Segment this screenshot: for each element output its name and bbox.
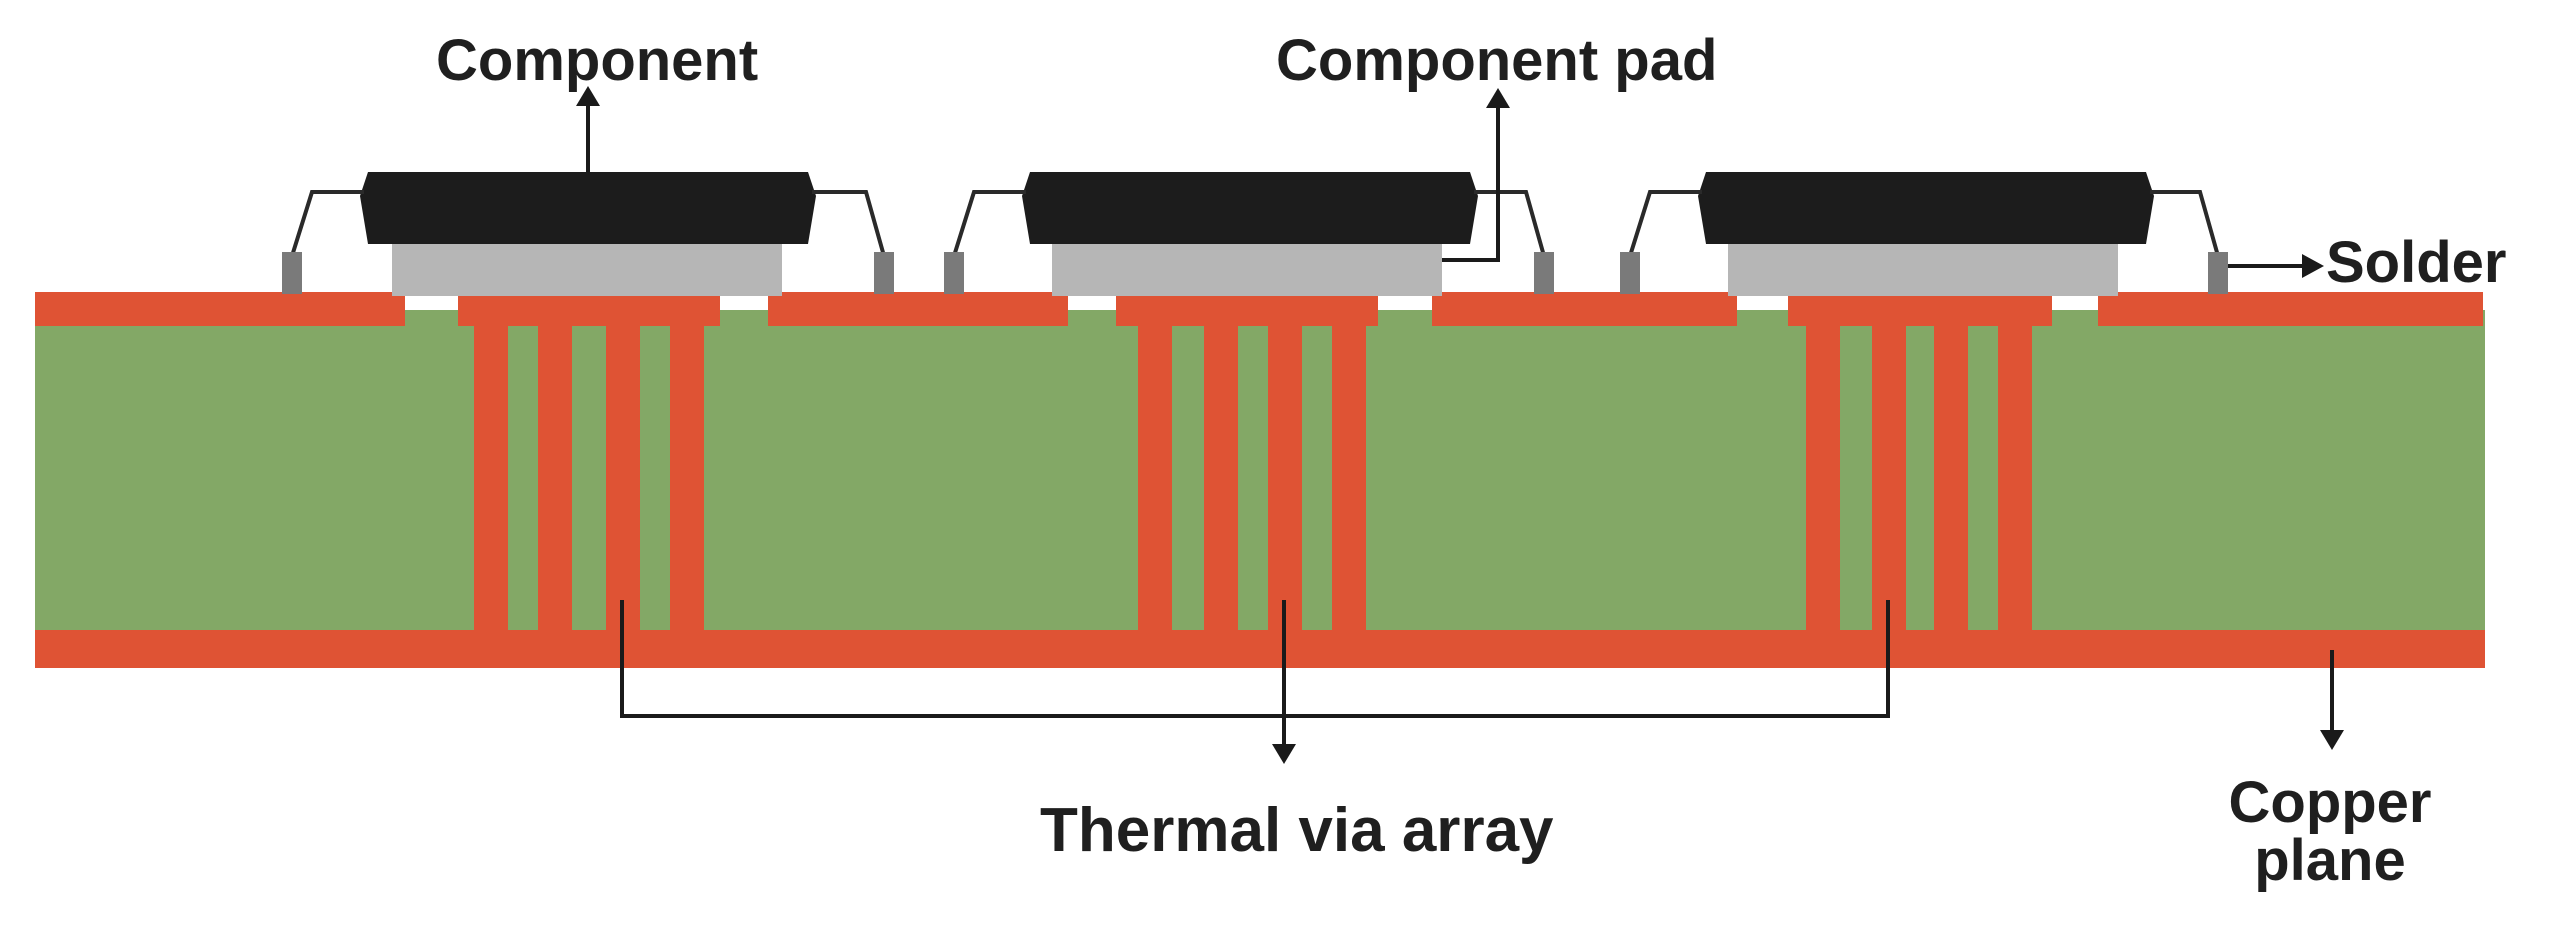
arrow-up-icon [576, 86, 600, 106]
via-barrel [1268, 320, 1302, 638]
via-barrel [474, 320, 508, 638]
leader-lines [586, 104, 2334, 748]
solder-joint [282, 252, 302, 294]
component-pad-leader-line [1442, 106, 1500, 262]
copper-plane [35, 630, 2485, 668]
via-barrel [1872, 320, 1906, 638]
via-barrel [1934, 320, 1968, 638]
top-copper-segment [35, 292, 405, 326]
component-pads [392, 242, 2118, 296]
via-barrel [670, 320, 704, 638]
top-copper-segment [1432, 292, 1737, 326]
arrow-up-icon [1486, 88, 1510, 108]
component-lead [1628, 190, 1702, 257]
component-lead [2150, 190, 2220, 257]
via-barrel [1806, 320, 1840, 638]
arrow-down-icon [1272, 744, 1296, 764]
solder-joint [1620, 252, 1640, 294]
top-copper-segment [768, 292, 1068, 326]
component-lead [1474, 190, 1546, 257]
component-pad [1728, 242, 2118, 296]
top-copper-segment [2098, 292, 2483, 326]
component-bodies [360, 172, 2154, 244]
copper-plane-label: Copper plane [2210, 774, 2450, 890]
component-pad [392, 242, 782, 296]
via-barrel [1998, 320, 2032, 638]
component-body [1698, 172, 2154, 244]
via-barrel [1204, 320, 1238, 638]
copper-plane-label-line2: plane [2254, 828, 2406, 893]
component-lead [812, 190, 886, 257]
pcb-substrate [35, 310, 2485, 630]
thermal-via-array-label: Thermal via array [1040, 796, 1554, 865]
arrow-right-icon [2302, 254, 2324, 278]
component-leads [290, 190, 2220, 257]
component-lead [952, 190, 1026, 257]
solder-label: Solder [2326, 230, 2507, 295]
solder-joint [2208, 252, 2228, 294]
top-copper-layer [35, 292, 2483, 326]
component-lead [290, 190, 364, 257]
arrow-down-icon [2320, 730, 2344, 750]
thermal-via-array-2 [1116, 296, 1378, 638]
solder-joint [874, 252, 894, 294]
via-barrel [1332, 320, 1366, 638]
via-barrel [606, 320, 640, 638]
solder-joint [1534, 252, 1554, 294]
solder-joint [944, 252, 964, 294]
component-body [360, 172, 816, 244]
component-pad-label: Component pad [1276, 28, 1718, 93]
copper-plane-label-line1: Copper [2228, 770, 2432, 835]
solder-joints [282, 252, 2228, 294]
arrow-heads [576, 86, 2344, 764]
via-barrel [538, 320, 572, 638]
component-label: Component [436, 28, 759, 93]
via-barrel [1138, 320, 1172, 638]
thermal-via-array-3 [1788, 296, 2052, 638]
component-pad [1052, 242, 1442, 296]
thermal-via-array-1 [458, 296, 720, 638]
component-body [1022, 172, 1478, 244]
thermal-via-bracket [620, 600, 1890, 718]
